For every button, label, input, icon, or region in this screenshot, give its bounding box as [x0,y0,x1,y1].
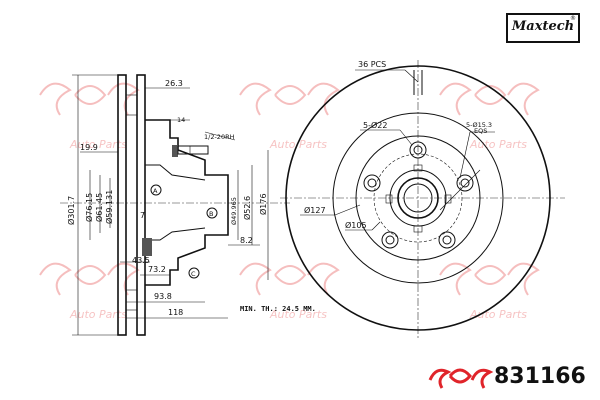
dim-5-holes: 5-Ø22 [363,120,387,130]
dim-8-2: 8.2 [240,236,253,245]
watermark-text-6: Auto Parts [469,308,527,321]
maxtech-logo: Maxtech ® [506,13,580,43]
part-number: 831166 [494,364,586,389]
marker-a: A [153,187,158,195]
marker-c: C [191,270,196,278]
watermark: Auto Parts Auto Parts Auto Parts Auto Pa… [39,82,540,321]
logo-text: Maxtech [511,19,575,34]
side-view: A B C 26.3 14 1/2-20RH 19 [60,74,290,336]
dim-118: 118 [168,308,183,317]
dim-d105: Ø105 [345,220,367,230]
dim-d176: Ø176 [258,193,268,215]
dim-93-8: 93.8 [154,292,172,301]
dim-7: 7 [140,211,145,220]
marker-b: B [209,210,213,218]
dim-d61-45: Ø61.45 [94,193,104,222]
watermark-text-3: Auto Parts [469,138,527,151]
dim-d301-7: Ø301.7 [66,196,76,225]
dim-43-5: 43.5 [132,256,150,265]
dim-stud-sub: EQS [474,127,487,135]
watermark-text-5: Auto Parts [269,308,327,321]
dim-stud: 5-Ø15.3 [466,121,492,129]
dim-d76-15: Ø76.15 [84,193,94,222]
dim-19-9: 19.9 [80,143,98,152]
watermark-text-1: Auto Parts [69,138,127,151]
dim-d127: Ø127 [304,205,326,215]
dim-26-3: 26.3 [165,79,183,88]
dim-thread: 1/2-20RH [204,133,235,141]
dim-d49-965: Ø49.965 [230,197,238,225]
watermark-text-4: Auto Parts [69,308,127,321]
brand-mark-icon [428,368,494,389]
dim-d59-131: Ø59.131 [104,190,114,224]
registered-mark: ® [570,15,576,22]
min-thickness-note: MIN. TH.: 24.5 MM. [240,305,316,313]
dim-73-2: 73.2 [148,265,166,274]
dim-36-pcs: 36 PCS [358,60,386,69]
bolt-holes [363,141,474,249]
dim-d52-6: Ø52.6 [242,196,252,220]
front-view: 36 PCS 5-Ø22 5-Ø15.3 EQS Ø127 Ø105 [280,60,565,340]
dim-14: 14 [177,116,185,124]
